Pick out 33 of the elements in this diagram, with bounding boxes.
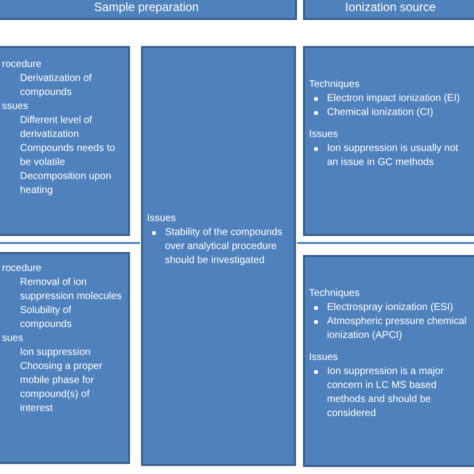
section-heading: sues (2, 332, 24, 346)
list-item: Atmospheric pressure chemical ionization (APCI) (309, 315, 472, 343)
info-panel (0, 252, 130, 464)
section-heading: Issues (309, 351, 339, 365)
info-panel (0, 46, 130, 236)
list-item: Choosing a proper mobile phase for compound(s) of interest (19, 360, 104, 416)
info-panel (303, 255, 474, 467)
list-item: Ion suppression is a major concern in LC MS based methods and should be considered (309, 365, 472, 421)
section-heading: Techniques (309, 287, 361, 301)
section-heading: ssues (2, 100, 30, 114)
list-item: Ion suppression is usually not an issue in GC methods (309, 142, 472, 170)
list-item: Compounds needs to be volatile (19, 142, 116, 170)
list-item: Derivatization of compounds (19, 72, 93, 100)
column-header (0, 0, 297, 20)
list-item: Electron impact ionization (EI) (309, 92, 472, 106)
info-panel (303, 46, 474, 236)
section-heading: rocedure (2, 58, 42, 72)
section-heading: Issues (147, 212, 177, 226)
list-item: Electrospray ionization (ESI) (309, 301, 472, 315)
section-heading: rocedure (2, 262, 42, 276)
section-heading: Techniques (309, 78, 361, 92)
list-item: Different level of derivatization (19, 114, 94, 142)
list-item: Decomposition upon heating (19, 170, 112, 198)
list-item: Removal of ion suppression molecules (19, 276, 123, 304)
list-item: Solubility of compounds (19, 304, 73, 332)
header-text: Ionization source (344, 0, 437, 15)
list-item: Ion suppression (19, 346, 92, 360)
list-item: Stability of the compounds over analytical procedure should be investigated (147, 226, 290, 268)
section-heading: Issues (309, 128, 339, 142)
list-item: Chemical ionization (CI) (309, 106, 472, 120)
header-text: Sample preparation (93, 0, 200, 15)
column-header (303, 0, 474, 20)
info-panel (141, 46, 296, 466)
